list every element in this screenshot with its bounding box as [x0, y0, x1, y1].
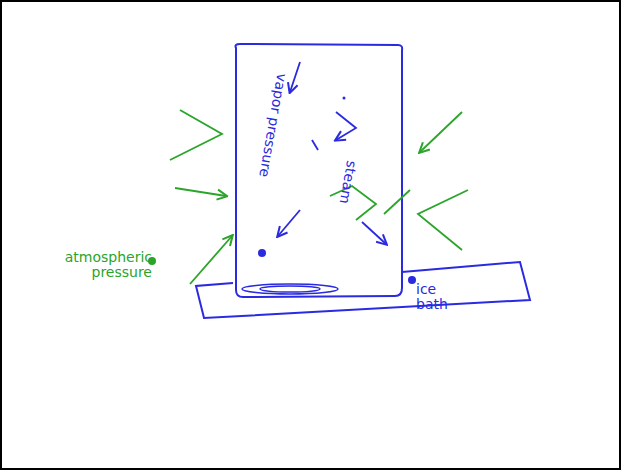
pressure-arrows [170, 110, 468, 284]
atmospheric-pressure-label: atmospheric pressure [56, 250, 152, 279]
can [236, 44, 403, 297]
dot [258, 97, 416, 285]
can-bottom [260, 286, 320, 292]
vapor-pressure-label: vapor pressure [256, 70, 290, 181]
can-bottom [242, 284, 338, 294]
vapor-arrows [278, 62, 386, 244]
steam-label: steam [336, 152, 361, 214]
ice-bath-tray [196, 262, 530, 318]
ice-bath-label: ice bath [416, 282, 458, 311]
